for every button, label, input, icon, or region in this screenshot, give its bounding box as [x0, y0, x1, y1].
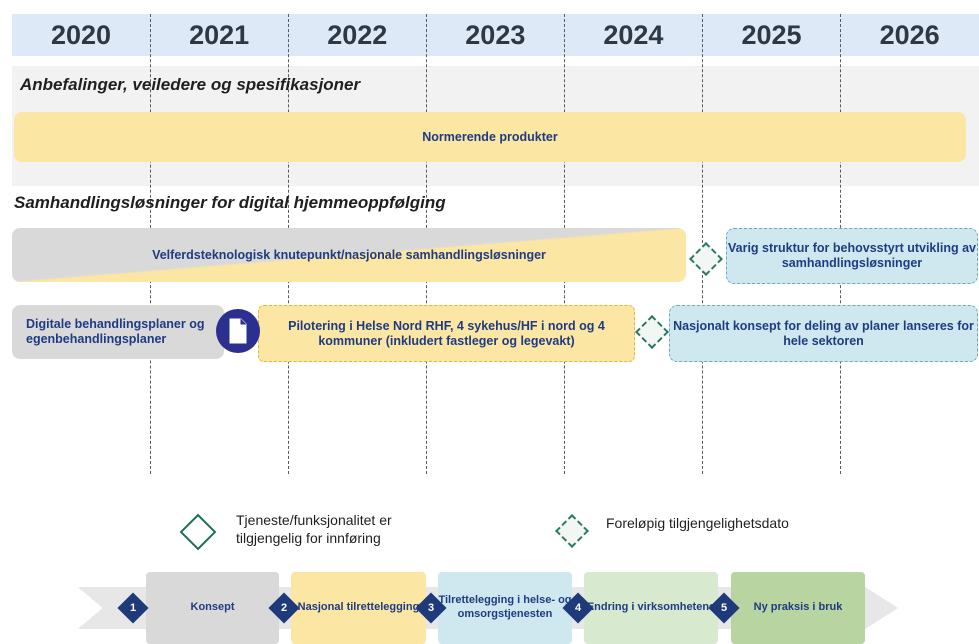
phase-number-3: 3 — [415, 592, 447, 624]
phase-number-2: 2 — [268, 592, 300, 624]
year-2025: 2025 — [741, 20, 802, 50]
bar-digital-treatment-plans: Digitale behandlingsplaner og egenbehand… — [12, 305, 224, 359]
solid-diamond-icon — [179, 513, 217, 551]
dashed-diamond-icon — [555, 514, 589, 548]
phase-number-1: 1 — [117, 592, 149, 624]
legend-available-label: Tjeneste/funksjonalitet er tilgjengelig … — [236, 512, 392, 547]
phase-number-4: 4 — [562, 592, 594, 624]
tentative-milestone-icon — [689, 242, 723, 276]
year-2024: 2024 — [603, 20, 664, 50]
tentative-milestone-icon — [635, 315, 669, 349]
year-2026: 2026 — [879, 20, 940, 50]
bar-pilot-helse-nord: Pilotering i Helse Nord RHF, 4 sykehus/H… — [258, 305, 635, 362]
year-2022: 2022 — [327, 20, 388, 50]
bar-national-concept: Nasjonalt konsept for deling av planer l… — [669, 305, 978, 362]
phase-2: Nasjonal tilrettelegging — [291, 572, 426, 644]
phase-5: Ny praksis i bruk — [731, 572, 865, 644]
section-title-guidelines: Anbefalinger, veiledere og spesifikasjon… — [20, 75, 361, 94]
year-2023: 2023 — [465, 20, 526, 50]
legend-tentative-label: Foreløpig tilgjengelighetsdato — [606, 515, 789, 531]
bar-permanent-structure: Varig struktur for behovsstyrt utvikling… — [726, 228, 978, 284]
phase-number-5: 5 — [708, 592, 740, 624]
document-icon — [216, 309, 260, 353]
phase-4: Endring i virksomhetene — [584, 572, 718, 644]
phase-1: Konsept — [146, 572, 279, 644]
section-title-collaboration: Samhandlingsløsninger for digital hjemme… — [14, 193, 446, 212]
bar-normative-products: Normerende produkter — [14, 112, 966, 162]
phase-3: Tilrettelegging i helse- og omsorgstjene… — [438, 572, 572, 644]
year-2020: 2020 — [51, 20, 112, 50]
bar-welfare-tech-hub: Velferdsteknologisk knutepunkt/nasjonale… — [12, 228, 686, 282]
year-header: 2020 2021 2022 2023 2024 2025 2026 — [12, 14, 979, 56]
year-2021: 2021 — [189, 20, 250, 50]
